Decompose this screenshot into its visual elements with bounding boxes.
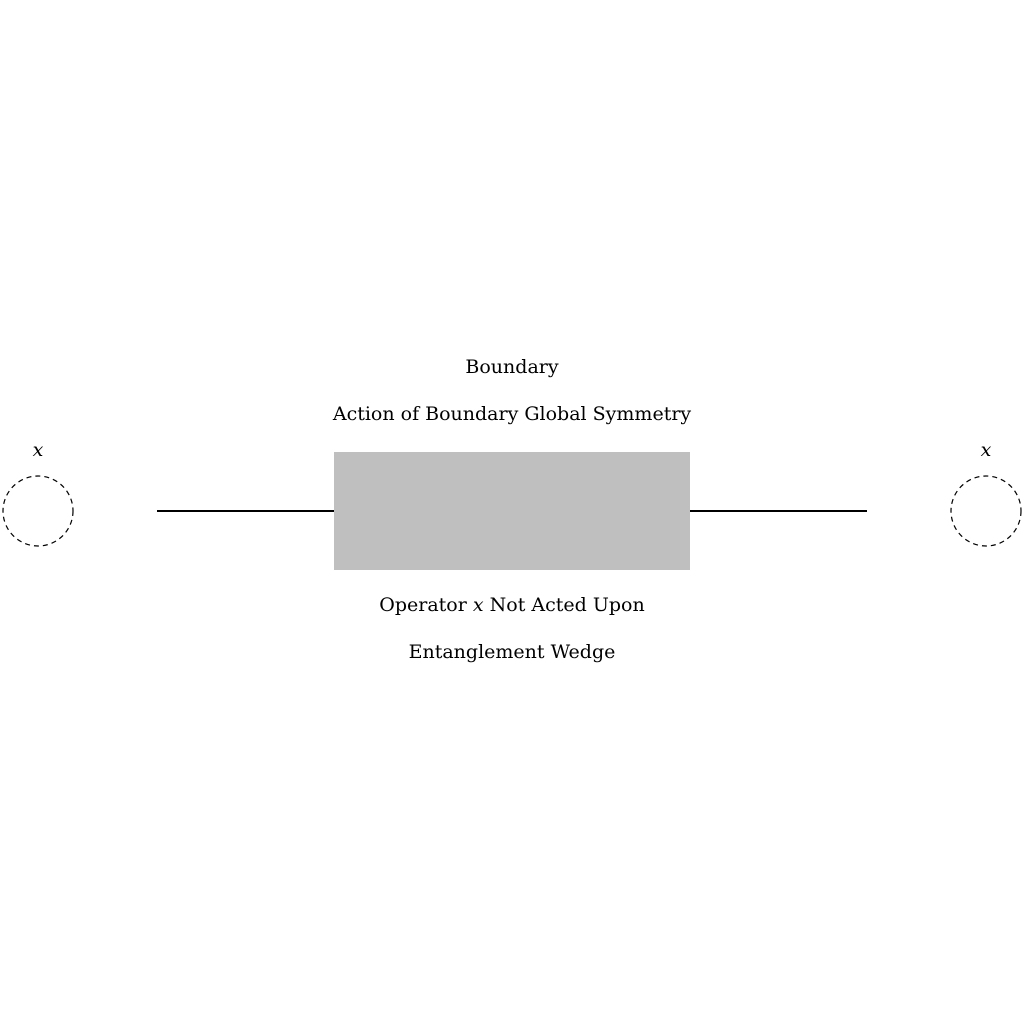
symmetry-action-label: Action of Boundary Global Symmetry xyxy=(332,403,692,425)
operator-suffix: Not Acted Upon xyxy=(489,594,645,616)
operator-variable: x xyxy=(472,594,484,616)
left-operator-circle xyxy=(2,475,74,547)
right-operator-circle xyxy=(950,475,1022,547)
entanglement-wedge-label: Entanglement Wedge xyxy=(408,641,616,663)
boundary-title: Boundary xyxy=(465,356,559,378)
left-operator-label: x xyxy=(32,439,44,461)
right-operator-label: x xyxy=(980,439,992,461)
operator-not-acted-label: Operator x Not Acted Upon xyxy=(0,594,1024,616)
operator-prefix: Operator xyxy=(379,594,467,616)
entanglement-wedge-block xyxy=(334,452,690,570)
